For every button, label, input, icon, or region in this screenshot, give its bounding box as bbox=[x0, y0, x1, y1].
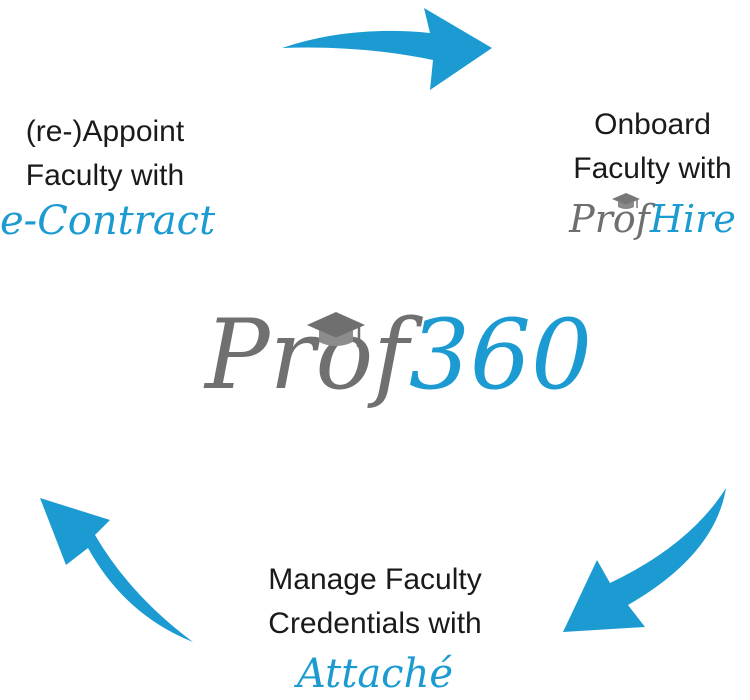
curved-arrow-icon-right bbox=[563, 488, 726, 632]
curved-arrow-icon-top bbox=[282, 8, 492, 90]
attache-logo: Attaché bbox=[296, 651, 453, 697]
graduation-cap-icon-small bbox=[612, 193, 640, 209]
curved-arrow-icon-left bbox=[40, 498, 193, 642]
prof360-logo-prof: Prof bbox=[205, 299, 409, 411]
prof360-logo-360: 360 bbox=[408, 299, 593, 411]
step-reappoint-line1: (re-)Appoint bbox=[25, 115, 185, 148]
prof360-logo: Prof360 bbox=[205, 290, 592, 440]
step-manage-line1: Manage Faculty bbox=[268, 563, 482, 596]
step-manage: Manage Faculty Credentials with Attaché bbox=[235, 558, 515, 700]
step-onboard-line1: Onboard bbox=[594, 108, 711, 141]
profhire-logo-hire: Hire bbox=[649, 197, 736, 241]
step-reappoint-line2: Faculty with bbox=[25, 159, 185, 192]
step-reappoint: (re-)Appoint Faculty with e-Contract bbox=[0, 110, 216, 246]
graduation-cap-icon bbox=[307, 312, 365, 348]
e-contract-logo: e-Contract bbox=[0, 198, 216, 244]
step-onboard: Onboard Faculty with ProfHire bbox=[555, 103, 750, 251]
profhire-logo: ProfHire bbox=[555, 191, 750, 251]
step-manage-line2: Credentials with bbox=[268, 607, 482, 640]
step-onboard-line2: Faculty with bbox=[573, 152, 732, 185]
